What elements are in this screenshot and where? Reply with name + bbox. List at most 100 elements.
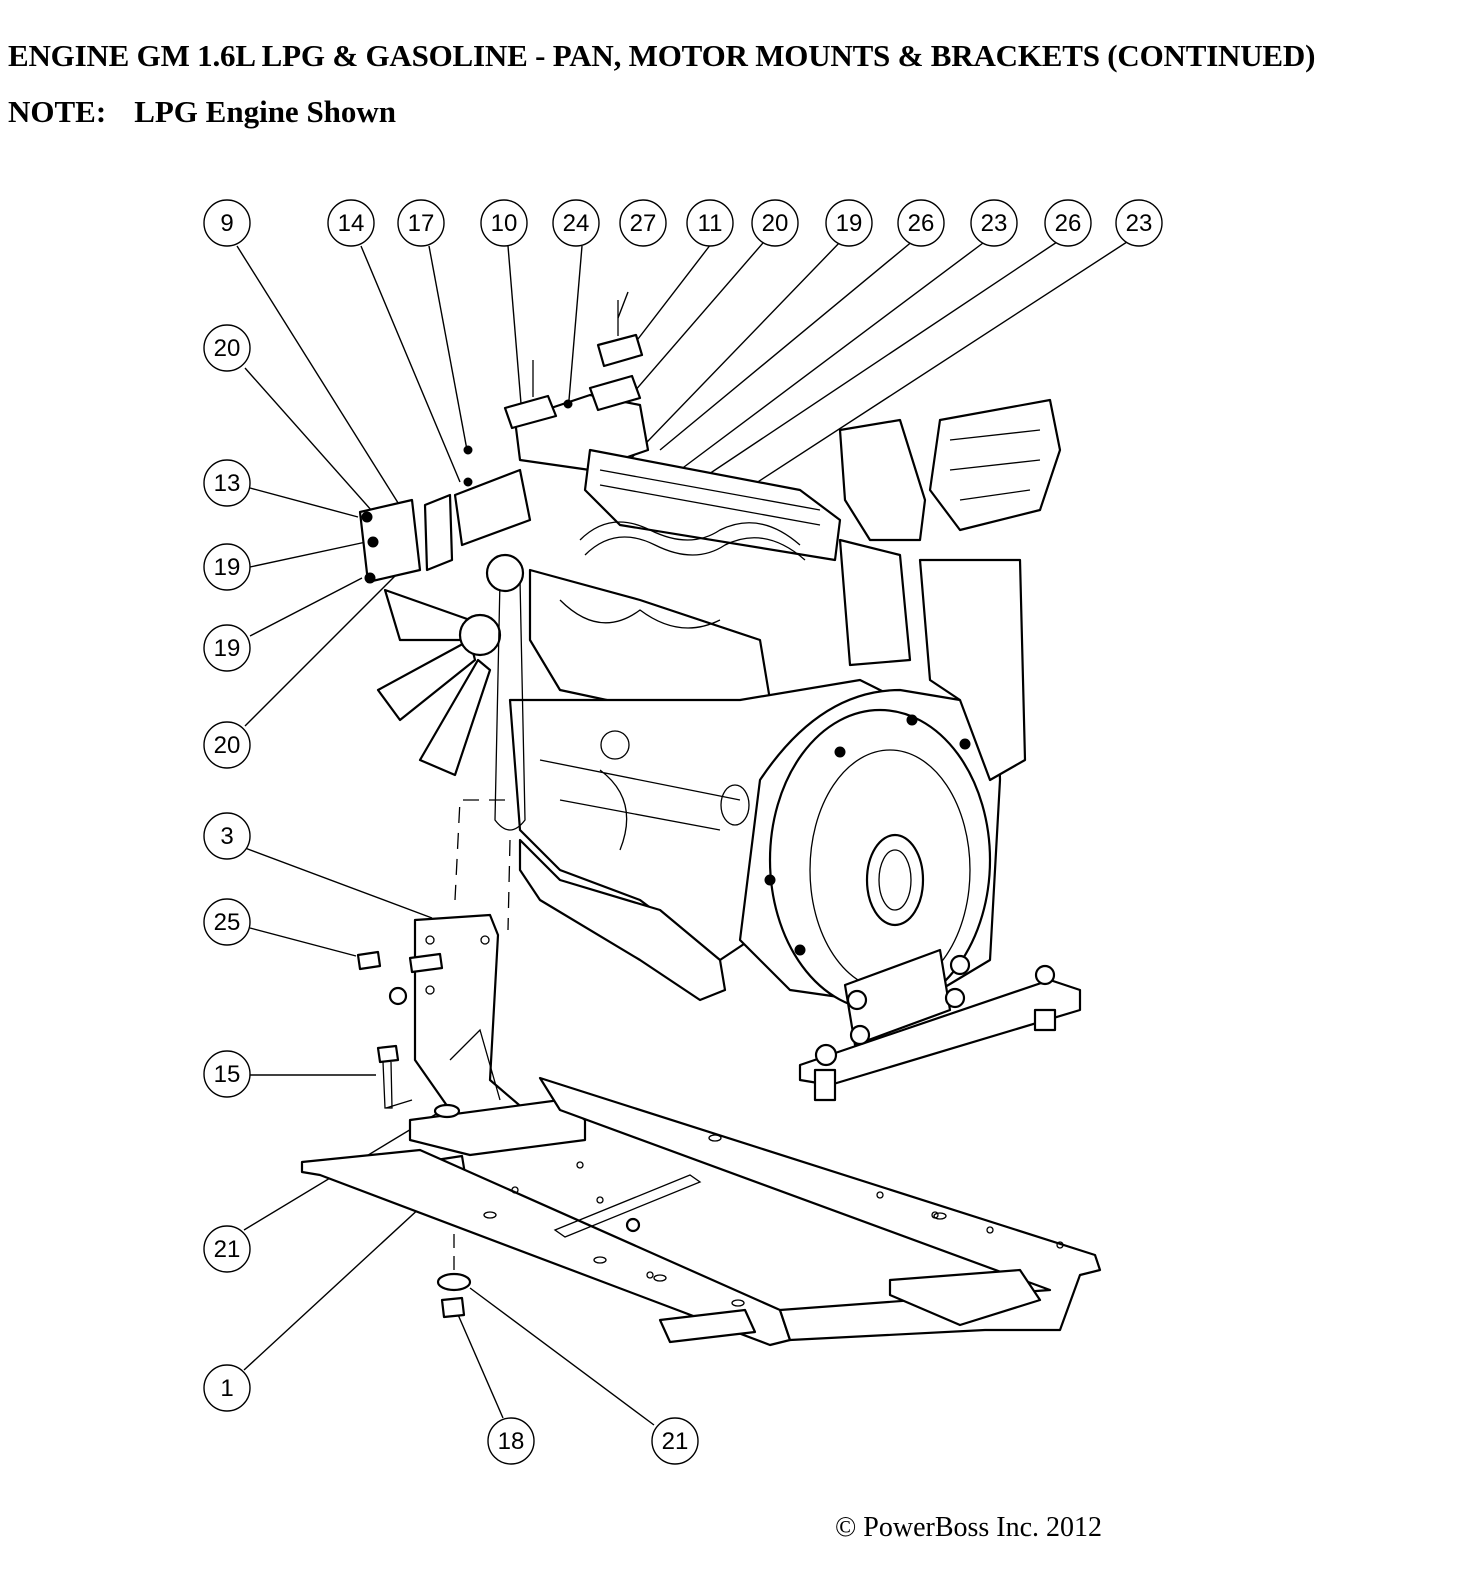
callout-19c: 19 — [203, 624, 251, 672]
callout-circle — [686, 199, 734, 247]
callout-20c: 20 — [203, 721, 251, 769]
engine-assembly — [358, 300, 1082, 1102]
callout-23a: 23 — [970, 199, 1018, 247]
callout-circle — [619, 199, 667, 247]
callout-3: 3 — [203, 812, 251, 860]
callout-18: 18 — [487, 1417, 535, 1465]
callout-label: 19 — [214, 635, 241, 662]
callout-circle — [970, 199, 1018, 247]
callout-label: 10 — [491, 210, 518, 237]
callout-circle — [203, 324, 251, 372]
callout-label: 1 — [220, 1375, 233, 1402]
coil-pack — [838, 538, 912, 667]
callout-circle — [1115, 199, 1163, 247]
callout-circle — [480, 199, 528, 247]
nut-item-20 — [388, 986, 408, 1006]
callout-20b: 20 — [203, 324, 251, 372]
pulley — [485, 553, 525, 593]
callout-23b: 23 — [1115, 199, 1163, 247]
callout-19a: 19 — [825, 199, 873, 247]
callout-20a: 20 — [751, 199, 799, 247]
callout-17: 17 — [397, 199, 445, 247]
top-clamp — [596, 333, 644, 368]
callout-label: 19 — [214, 554, 241, 581]
callout-26a: 26 — [897, 199, 945, 247]
callout-circle — [897, 199, 945, 247]
callout-circle — [651, 1417, 699, 1465]
note-label: NOTE: — [8, 94, 107, 129]
flywheel-hub — [865, 833, 925, 927]
callout-circle — [203, 1225, 251, 1273]
note-text: LPG Engine Shown — [134, 94, 397, 129]
callout-circle — [397, 199, 445, 247]
callout-19b: 19 — [203, 543, 251, 591]
front-side-bracket — [358, 498, 422, 584]
callout-circle — [203, 1050, 251, 1098]
callout-label: 9 — [220, 210, 233, 237]
note-line: NOTE: LPG Engine Shown — [8, 94, 396, 130]
oil-pan — [518, 838, 727, 1002]
bolt-item-15 — [376, 1044, 400, 1064]
callout-13: 13 — [203, 459, 251, 507]
callout-circle — [203, 199, 251, 247]
front-side-plate — [423, 493, 454, 572]
callout-circle — [1044, 199, 1092, 247]
callout-15: 15 — [203, 1050, 251, 1098]
frame-tab-right — [888, 1268, 1042, 1327]
lifting-bracket-right — [588, 374, 642, 412]
callout-label: 21 — [662, 1428, 689, 1455]
callout-circle — [203, 543, 251, 591]
callout-27: 27 — [619, 199, 667, 247]
callout-circle — [327, 199, 375, 247]
callout-label: 14 — [338, 210, 365, 237]
callout-circle — [203, 624, 251, 672]
callout-21b: 21 — [651, 1417, 699, 1465]
callout-label: 20 — [214, 335, 241, 362]
callout-label: 26 — [1055, 210, 1082, 237]
callout-1: 1 — [203, 1364, 251, 1412]
callout-label: 26 — [908, 210, 935, 237]
callout-label: 3 — [220, 823, 233, 850]
callout-11: 11 — [686, 199, 734, 247]
copyright-notice: © PowerBoss Inc. 2012 — [835, 1512, 1103, 1543]
lifting-bracket-left — [503, 394, 558, 430]
frame-tab-left — [658, 1308, 757, 1344]
cooling-fan — [376, 588, 502, 777]
callout-9: 9 — [203, 199, 251, 247]
callout-label: 20 — [762, 210, 789, 237]
nut-item-18 — [440, 1296, 466, 1319]
callout-circle — [552, 199, 600, 247]
callout-label: 11 — [698, 210, 723, 237]
callout-label: 23 — [1126, 210, 1153, 237]
callout-label: 23 — [981, 210, 1008, 237]
callout-label: 21 — [214, 1236, 241, 1263]
callout-label: 20 — [214, 732, 241, 759]
callout-circle — [203, 459, 251, 507]
washer-item-21-upper — [433, 1103, 461, 1119]
front-mount-arm — [453, 468, 532, 547]
callout-10: 10 — [480, 199, 528, 247]
callout-label: 17 — [408, 210, 435, 237]
callout-circle — [203, 812, 251, 860]
callout-14: 14 — [327, 199, 375, 247]
callout-circle — [203, 721, 251, 769]
callout-label: 19 — [836, 210, 863, 237]
base-frame — [300, 1076, 1102, 1347]
callout-circle — [487, 1417, 535, 1465]
page-title: ENGINE GM 1.6L LPG & GASOLINE - PAN, MOT… — [8, 38, 1316, 73]
callout-circle — [751, 199, 799, 247]
callout-label: 18 — [498, 1428, 525, 1455]
lpg-bracket-plate — [838, 418, 927, 542]
intake-manifold — [528, 568, 772, 722]
callout-circle — [203, 1364, 251, 1412]
rear-mount-upright — [843, 948, 952, 1047]
front-motor-mount-bracket — [408, 913, 587, 1157]
bolt-item-25 — [356, 950, 382, 971]
callout-label: 25 — [214, 909, 241, 936]
callout-25: 25 — [203, 898, 251, 946]
callout-label: 13 — [214, 470, 241, 497]
rear-bracket-tower — [918, 558, 1027, 782]
washer-item-21-lower — [436, 1272, 472, 1292]
